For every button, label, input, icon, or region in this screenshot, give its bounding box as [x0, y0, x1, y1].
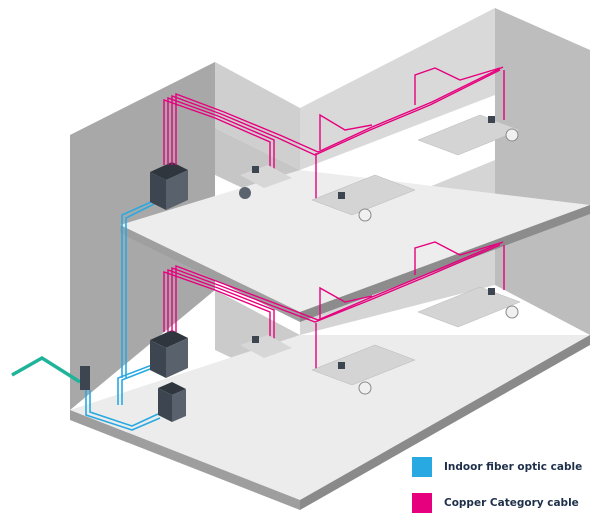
entrance-facility-box: [80, 366, 90, 390]
copper-swatch-icon: [412, 493, 432, 513]
legend: Indoor fiber optic cable Copper Category…: [412, 456, 592, 528]
upper-floor-edge: [120, 225, 300, 322]
chair-icon: [358, 208, 372, 222]
ground-floor-edge-right: [300, 335, 590, 510]
legend-item-copper: Copper Category cable: [412, 492, 592, 514]
chair-icon: [505, 305, 519, 319]
fiber-backbone: [85, 197, 169, 431]
monitor-icon: [338, 362, 345, 369]
upper-floor-edge-right: [300, 205, 590, 322]
copper-cabling-upper: [163, 66, 505, 200]
upper-back-wall: [215, 62, 300, 170]
legend-item-fiber: Indoor fiber optic cable: [412, 456, 592, 478]
chair-icon: [358, 381, 372, 395]
desk: [417, 114, 521, 156]
desk: [311, 344, 416, 386]
telecom-rack-upper: [150, 162, 188, 210]
monitor-icon: [252, 336, 259, 343]
desk: [311, 174, 416, 216]
ground-floor-edge: [70, 410, 300, 510]
equipment-room-rack: [158, 382, 186, 422]
monitor-icon: [252, 166, 259, 173]
chair-icon: [239, 187, 251, 199]
copper-cabling-lower: [163, 241, 505, 370]
chair-icon: [505, 128, 519, 142]
legend-label-fiber: Indoor fiber optic cable: [444, 461, 583, 473]
building-shell: [70, 8, 590, 510]
legend-label-copper: Copper Category cable: [444, 497, 579, 509]
monitor-icon: [488, 288, 495, 295]
desk: [417, 286, 521, 328]
workstations-lower: [240, 286, 521, 395]
ground-floor-slab: [70, 335, 590, 500]
fiber-swatch-icon: [412, 457, 432, 477]
telecom-rack-lower: [150, 330, 188, 378]
monitor-icon: [338, 192, 345, 199]
upper-floor-slab: [120, 170, 590, 312]
workstations-upper: [239, 114, 521, 222]
monitor-icon: [488, 116, 495, 123]
right-exterior-wall: [495, 8, 590, 335]
outside-plant-cable: [11, 355, 81, 384]
